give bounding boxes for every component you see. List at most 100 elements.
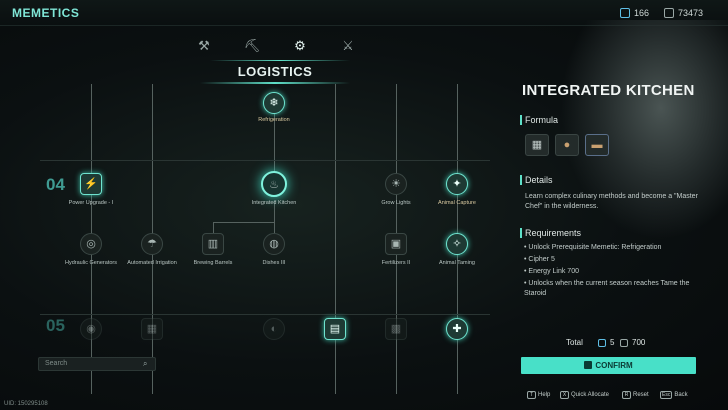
node-integrated-kitchen[interactable]: ♨ [261, 171, 287, 197]
node-label: Brewing Barrels [193, 260, 233, 266]
search-icon[interactable]: ⌕ [143, 359, 148, 368]
tree-line [213, 222, 214, 240]
requirements-heading: Requirements [520, 228, 581, 238]
node-tier5-1[interactable]: ◉ [80, 318, 102, 340]
tab-construction[interactable]: ⛏ [241, 36, 263, 56]
sprinkler-icon: ☂ [147, 238, 157, 250]
search-input[interactable]: Search [38, 357, 156, 371]
cipher-counter: 166 [620, 8, 649, 18]
generator-icon: ◎ [86, 238, 96, 250]
tree-line [274, 112, 275, 172]
total-cipher: 5 [598, 338, 614, 347]
tab-logistics[interactable]: ⚙ [289, 36, 311, 56]
node-brewing-barrels[interactable]: ▥ [202, 233, 224, 255]
logistics-icon: ⚙ [294, 38, 306, 53]
details-heading: Details [520, 175, 553, 185]
metal-box-icon: ▦ [531, 139, 543, 151]
hint-label: Back [674, 392, 688, 398]
user-id: UID: 150295108 [4, 401, 48, 407]
node-label: Integrated Kitchen [251, 200, 297, 206]
hint-label: Help [538, 392, 551, 398]
top-bar [0, 0, 728, 26]
node-fertilizers-ii[interactable]: ▣ [385, 233, 407, 255]
confirm-label: CONFIRM [595, 361, 633, 370]
node-tier5-5[interactable]: ▩ [385, 318, 407, 340]
cipher-icon [620, 8, 630, 18]
combat-icon: ⚔ [342, 38, 354, 53]
formula-item-1[interactable]: ▦ [525, 134, 549, 156]
requirement-3: • Energy Link 700 [524, 268, 579, 275]
key-x: X [560, 391, 569, 399]
locked-node-icon: ◐ [270, 323, 278, 335]
total-cipher-value: 5 [610, 338, 615, 347]
lamp-icon: ☀ [391, 178, 401, 190]
tier-divider [40, 160, 490, 161]
keyboard-key-icon [584, 361, 593, 369]
power-icon: ⚡ [84, 178, 98, 190]
tab-tools[interactable]: ⚒ [193, 36, 215, 56]
tree-line [274, 200, 275, 240]
node-label: Automated Irrigation [127, 260, 177, 266]
node-power-upgrade[interactable]: ⚡ [80, 173, 102, 195]
details-text: Learn complex culinary methods and becom… [525, 193, 698, 210]
node-label: Refrigeration [258, 117, 290, 123]
locked-node-icon: ◉ [86, 323, 96, 335]
key-esc: Esc [660, 391, 673, 399]
bread-icon: ▬ [591, 139, 603, 151]
key-t: T [527, 391, 536, 399]
node-label: Dishes III [262, 260, 286, 266]
tab-combat[interactable]: ⚔ [337, 36, 359, 56]
node-refrigeration[interactable]: ❄ [263, 92, 285, 114]
tab-divider [210, 60, 350, 61]
tree-line [213, 222, 275, 223]
node-hydraulic-generators[interactable]: ◎ [80, 233, 102, 255]
capture-icon: ✦ [452, 178, 462, 190]
node-animal-taming[interactable]: ✧ [446, 233, 468, 255]
formula-heading: Formula [520, 115, 558, 125]
locked-node-icon: ▩ [390, 323, 402, 335]
node-label: Animal Taming [439, 260, 475, 266]
node-label: Grow Lights [381, 200, 411, 206]
node-animal-capture[interactable]: ✦ [446, 173, 468, 195]
hint-label: Quick Allocate [571, 392, 610, 398]
key-r: R [622, 391, 631, 399]
section-underline [200, 82, 350, 84]
total-energy-value: 700 [632, 338, 646, 347]
formula-item-2[interactable]: ● [555, 134, 579, 156]
node-tier5-6[interactable]: ✚ [446, 318, 468, 340]
creature-artwork [560, 20, 728, 240]
requirement-2: • Cipher 5 [524, 256, 555, 263]
dough-icon: ● [563, 139, 571, 151]
energy-counter: 73473 [664, 8, 703, 18]
dish-icon: ◍ [269, 238, 279, 250]
energy-count: 73473 [678, 8, 704, 18]
formula-item-3[interactable]: ▬ [585, 134, 609, 156]
cipher-icon [598, 339, 606, 347]
kitchen-icon: ♨ [269, 179, 279, 191]
node-tier5-4[interactable]: ▤ [324, 318, 346, 340]
node-label: Animal Capture [438, 200, 476, 206]
node-label: Fertilizers II [381, 260, 411, 266]
confirm-button[interactable]: CONFIRM [521, 357, 696, 374]
node-tier5-2[interactable]: ▦ [141, 318, 163, 340]
node-grow-lights[interactable]: ☀ [385, 173, 407, 195]
taming-icon: ✧ [452, 238, 462, 250]
tier-divider [40, 314, 490, 315]
node-automated-irrigation[interactable]: ☂ [141, 233, 163, 255]
tier-label-4: 04 [46, 175, 65, 194]
construction-icon: ⛏ [243, 38, 261, 53]
node-dishes-iii[interactable]: ◍ [263, 233, 285, 255]
page-title: MEMETICS [12, 6, 80, 20]
cipher-count: 166 [634, 8, 650, 18]
node-tier5-3[interactable]: ◐ [263, 318, 285, 340]
requirement-4: • Unlocks when the current season reache… [524, 280, 690, 297]
hint-label: Reset [633, 392, 649, 398]
tools-icon: ⚒ [198, 38, 210, 53]
locked-node-icon: ▤ [329, 323, 341, 335]
fertilizer-icon: ▣ [390, 238, 402, 250]
node-label: Hydraulic Generators [65, 260, 117, 266]
